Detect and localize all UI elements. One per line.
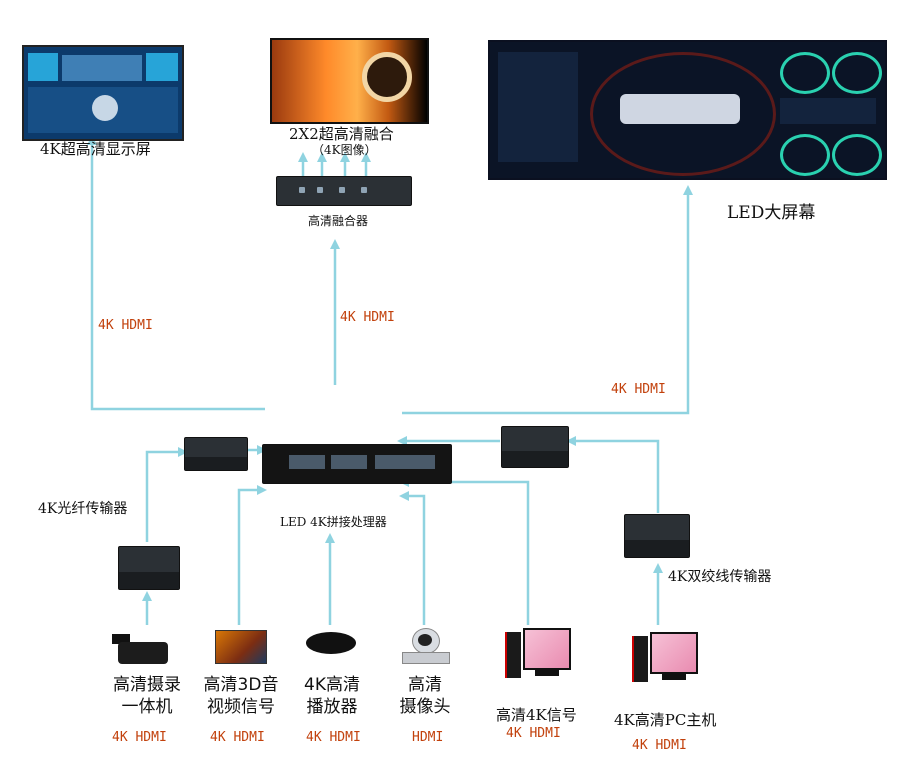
- port-icon: [339, 187, 345, 193]
- io-block-icon: [289, 455, 325, 469]
- port-icon: [361, 187, 367, 193]
- source-name-line: 高清摄录: [113, 675, 181, 695]
- source-camcorder-link: 4K HDMI: [112, 730, 167, 745]
- source-name-line: 摄像头: [399, 697, 451, 717]
- source-4k-player-name: 4K高清 播放器: [292, 674, 372, 718]
- monitor-panel-icon: [28, 53, 58, 81]
- gauge-icon: [832, 52, 882, 94]
- source-4k-pc-host-name: 4K高清PC主机: [614, 711, 717, 729]
- fusion-link-label: 4K HDMI: [340, 310, 395, 325]
- monitor-panel-icon: [62, 55, 142, 81]
- monitor-panel-icon: [146, 53, 178, 81]
- io-block-icon: [331, 455, 367, 469]
- twisted-pair-label: 4K双绞线传输器: [668, 569, 772, 585]
- dpad-icon: [92, 95, 118, 121]
- fusion-device: [276, 176, 412, 206]
- camcorder-icon: [112, 630, 174, 666]
- media-player-icon: [306, 632, 356, 654]
- source-3d-av-link: 4K HDMI: [210, 730, 265, 745]
- source-hd-camera-name: 高清 摄像头: [390, 674, 460, 718]
- source-name-line: 高清3D音: [203, 675, 279, 695]
- twisted-pair-rx: [501, 426, 569, 468]
- source-4k-pc-host-link: 4K HDMI: [632, 738, 687, 753]
- led-screen: [488, 40, 887, 180]
- source-hd-4k-signal-name: 高清4K信号: [496, 706, 577, 724]
- desktop-pc-icon: [505, 628, 571, 688]
- led-bar-panel: [780, 98, 876, 124]
- source-hd-camera-link: HDMI: [412, 730, 444, 745]
- port-icon: [317, 187, 323, 193]
- turbine-icon: [620, 94, 740, 124]
- monitor-link-label: 4K HDMI: [98, 318, 153, 333]
- fish-eye-icon: [362, 52, 412, 102]
- io-block-icon: [375, 455, 435, 469]
- gauge-icon: [780, 52, 830, 94]
- gauge-icon: [832, 134, 882, 176]
- 4k-monitor: [22, 45, 184, 141]
- fusion-screen: [270, 38, 429, 124]
- source-name-line: 播放器: [306, 697, 358, 717]
- processor-label: LED 4K拼接处理器: [280, 515, 387, 529]
- led-4k-processor: [262, 444, 452, 484]
- twisted-pair-tx: [624, 514, 690, 558]
- led-link-label: 4K HDMI: [611, 382, 666, 397]
- source-name-line: 4K高清: [304, 675, 360, 695]
- av-signal-icon: [215, 630, 267, 664]
- led-left-panel: [498, 52, 578, 162]
- source-name-line: 高清: [408, 675, 442, 695]
- source-3d-av-name: 高清3D音 视频信号: [195, 674, 287, 718]
- source-4k-player-link: 4K HDMI: [306, 730, 361, 745]
- led-screen-label: LED大屏幕: [727, 203, 816, 223]
- monitor-label: 4K超高清显示屏: [40, 140, 151, 158]
- source-hd-4k-signal-link: 4K HDMI: [506, 726, 561, 741]
- fiber-transmitter-label: 4K光纤传输器: [38, 501, 128, 517]
- port-icon: [299, 187, 305, 193]
- fusion-screen-title: 2X2超高清融合: [289, 125, 394, 143]
- gauge-icon: [780, 134, 830, 176]
- source-name-line: 视频信号: [207, 697, 275, 717]
- ptz-camera-icon: [400, 628, 450, 664]
- source-camcorder-name: 高清摄录 一体机: [101, 674, 193, 718]
- fusion-device-label: 高清融合器: [308, 214, 369, 228]
- fusion-screen-subtitle: （4K图像）: [312, 143, 377, 157]
- fiber-transmitter-tx: [118, 546, 180, 590]
- fiber-transmitter-rx: [184, 437, 248, 471]
- led-ring-icon: [590, 52, 776, 176]
- source-name-line: 一体机: [121, 697, 173, 717]
- desktop-pc-icon: [632, 632, 698, 692]
